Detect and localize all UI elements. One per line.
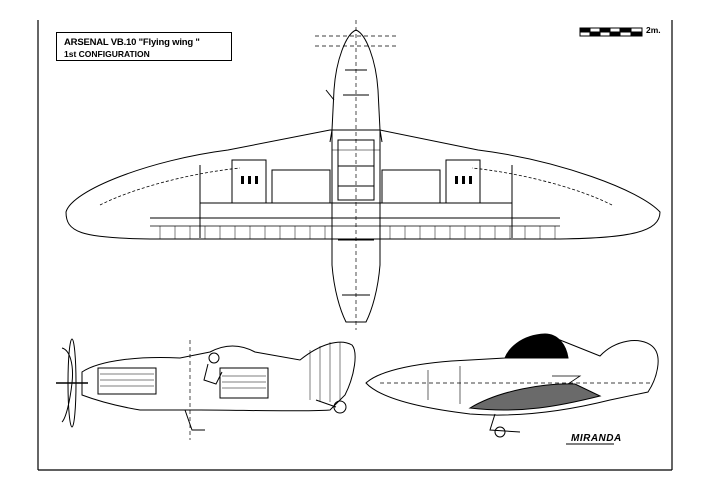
- drawing-title: ARSENAL VB.10 "Flying wing ": [64, 37, 200, 48]
- title-box: ARSENAL VB.10 "Flying wing " 1st CONFIGU…: [56, 32, 232, 61]
- scale-label: 2m.: [646, 25, 661, 35]
- fuselage-side: [81, 341, 356, 412]
- wing-hatched: [468, 383, 602, 411]
- scale-bar: [579, 27, 643, 37]
- cutaway-side-view: [56, 338, 356, 440]
- flap-ribs: [159, 226, 556, 239]
- sheet-frame: [37, 20, 673, 471]
- exterior-side-view: [365, 333, 659, 438]
- wing-outline: [65, 129, 661, 240]
- author-signature: MIRANDA: [571, 433, 622, 444]
- drawing-subtitle: 1st CONFIGURATION: [64, 49, 150, 59]
- plan-view: [65, 20, 661, 330]
- fuselage-exterior: [365, 337, 659, 416]
- exhaust-stacks: [241, 176, 472, 184]
- canopy: [504, 333, 569, 359]
